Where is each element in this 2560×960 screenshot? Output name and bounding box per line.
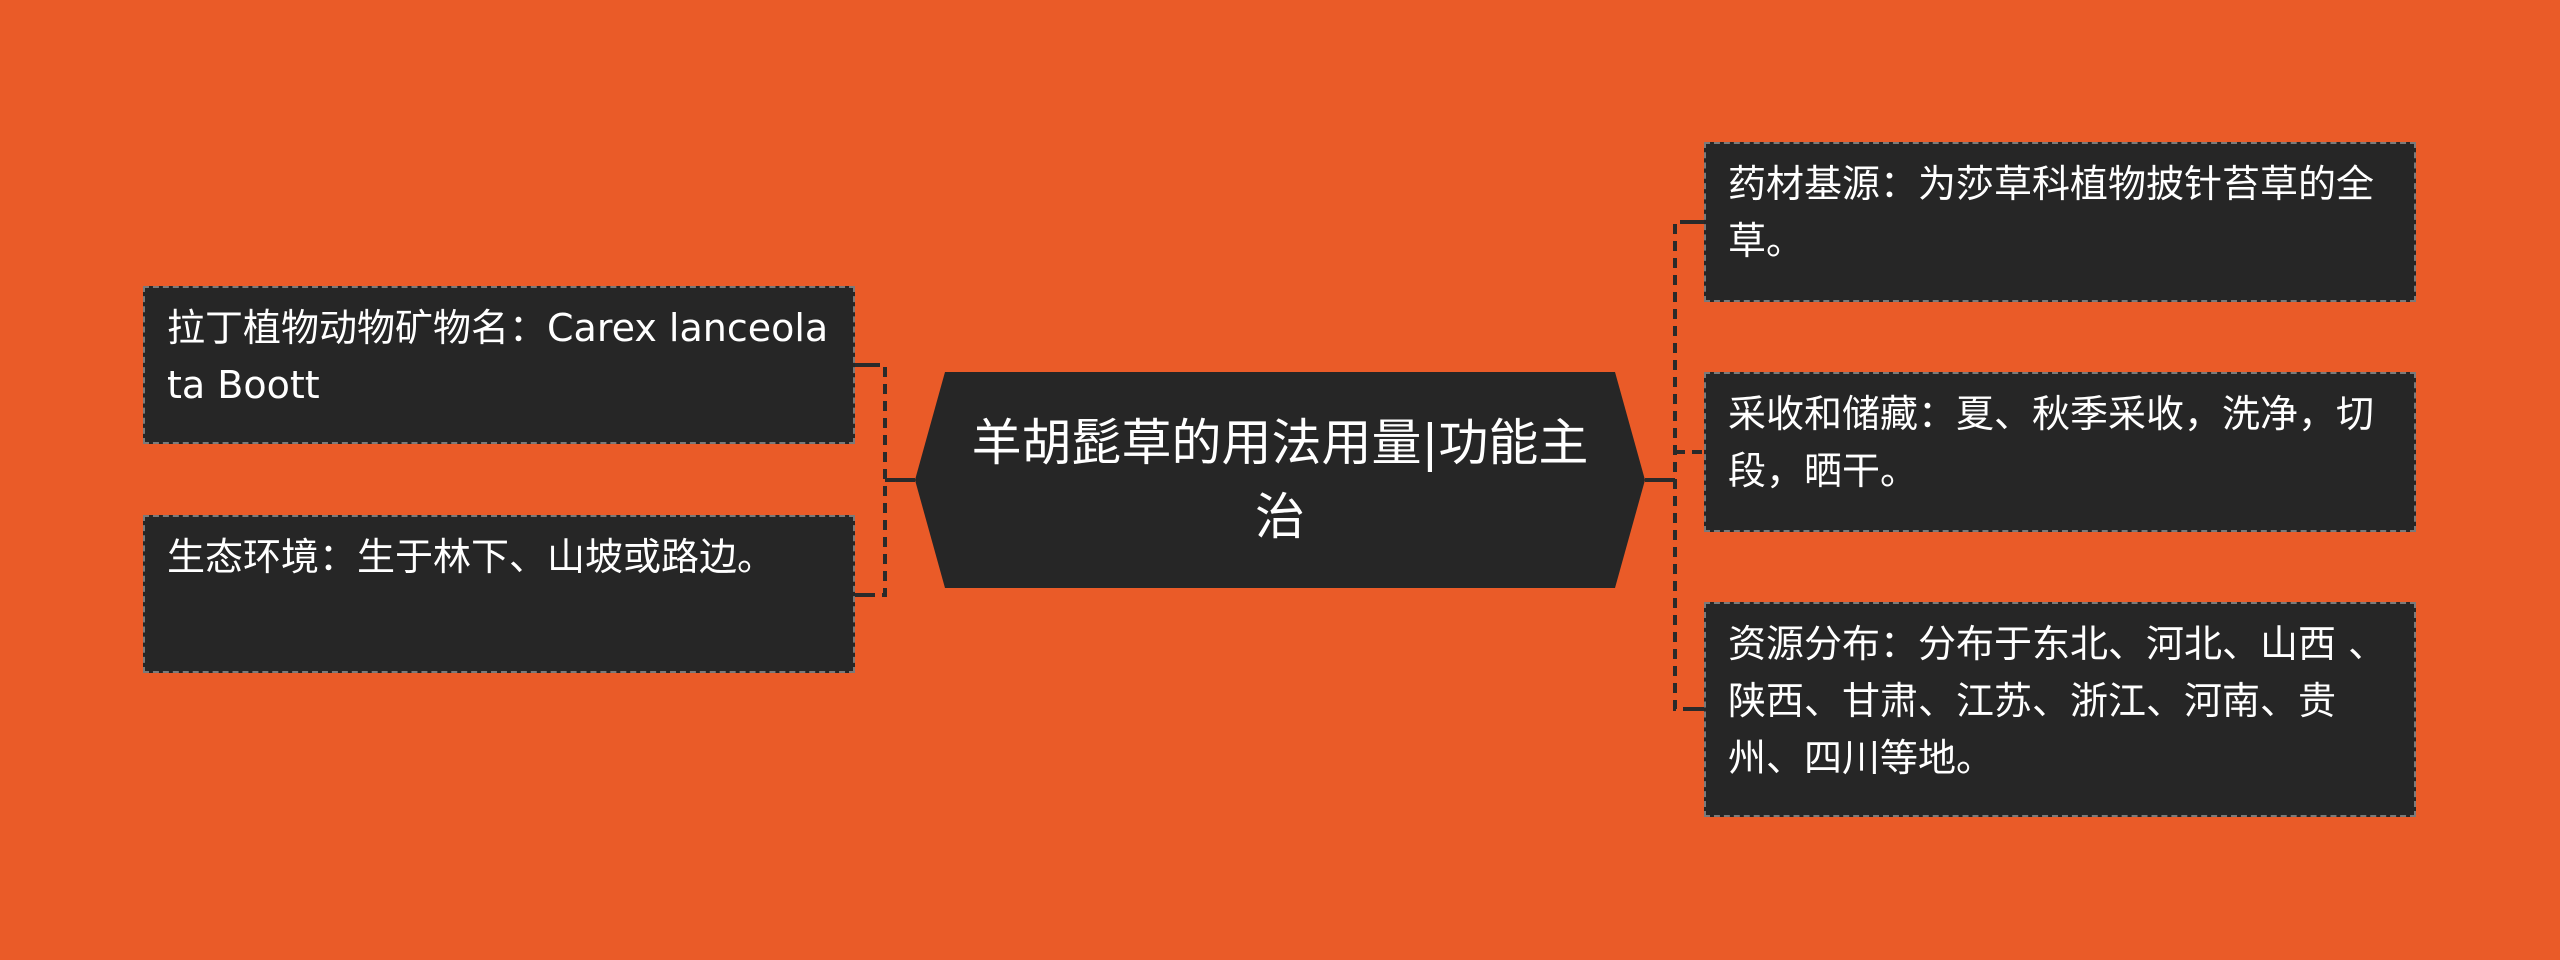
subtopic-distribution[interactable]: 资源分布：分布于东北、河北、山西 、陕西、甘肃、江苏、浙江、河南、贵州、四川等地… [1704,602,2416,817]
center-topic-label: 羊胡髭草的用法用量|功能主治 [971,414,1589,546]
center-topic[interactable]: 羊胡髭草的用法用量|功能主治 [915,372,1645,588]
connector-bracket-right [1673,220,1690,711]
connector-bracket-left [870,363,887,597]
subtopic-source[interactable]: 药材基源：为莎草科植物披针苔草的全草。 [1704,142,2416,302]
center-topic-shape [915,372,1645,588]
subtopic-habitat[interactable]: 生态环境：生于林下、山坡或路边。 [143,515,855,673]
subtopic-latin-name[interactable]: 拉丁植物动物矿物名：Carex lanceolata Boott [143,286,855,444]
subtopic-harvest-storage[interactable]: 采收和储藏：夏、秋季采收，洗净，切段，晒干。 [1704,372,2416,532]
